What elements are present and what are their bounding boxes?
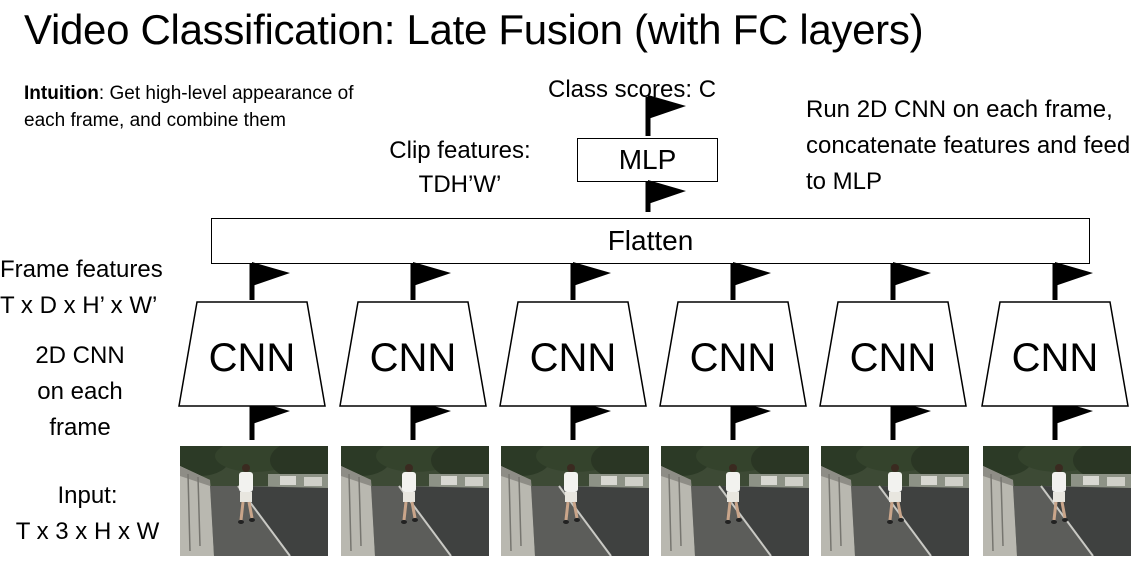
frame-features-line1: Frame features xyxy=(0,256,163,283)
clip-features-line1: Clip features: xyxy=(389,137,531,164)
cnn-to-flatten-arrow xyxy=(730,262,771,300)
input-frame-image xyxy=(501,446,649,556)
cnn-label: CNN xyxy=(370,336,457,380)
mlp-to-scores-arrow xyxy=(645,95,686,136)
flatten-to-mlp-arrow xyxy=(645,180,686,212)
input-label: Input: T x 3 x H x W xyxy=(0,478,175,550)
intuition-note: Intuition: Get high-level appearance of … xyxy=(24,80,374,134)
cnn-to-flatten-arrow xyxy=(249,262,290,300)
input-frame-image xyxy=(180,446,328,556)
cnn-layer: CNN CNN CNN CNN CNN CNN xyxy=(178,301,1129,407)
cnn-to-flatten-arrow xyxy=(570,262,611,300)
cnn-block: CNN xyxy=(981,301,1129,407)
clip-features-line2: TDH’W’ xyxy=(418,171,502,198)
cnn-label: CNN xyxy=(1012,336,1099,380)
cnn-side-line2: on each xyxy=(37,378,123,405)
input-frame-image xyxy=(341,446,489,556)
input-frame-image xyxy=(983,446,1131,556)
intuition-heading: Intuition xyxy=(24,83,99,104)
cnn-block: CNN xyxy=(339,301,487,407)
clip-features-label: Clip features: TDH’W’ xyxy=(360,134,560,202)
mlp-block: MLP xyxy=(577,138,718,182)
intuition-text: : Get high-level appearance of each fram… xyxy=(24,83,354,131)
cnn-side-label: 2D CNN on each frame xyxy=(20,338,140,446)
class-scores-label: Class scores: C xyxy=(548,76,717,103)
input-frame-image xyxy=(821,446,969,556)
input-line2: T x 3 x H x W xyxy=(15,518,160,545)
frame-features-label: Frame features T x D x H’ x W’ xyxy=(0,252,163,324)
cnn-label: CNN xyxy=(530,336,617,380)
input-frame-image xyxy=(661,446,809,556)
cnn-block: CNN xyxy=(499,301,647,407)
cnn-to-flatten-arrow xyxy=(890,262,931,300)
method-description: Run 2D CNN on each frame, concatenate fe… xyxy=(806,96,1131,195)
cnn-label: CNN xyxy=(690,336,777,380)
cnn-to-flatten-arrow xyxy=(1052,262,1093,300)
slide-title: Video Classification: Late Fusion (with … xyxy=(24,6,924,53)
cnn-block: CNN xyxy=(659,301,807,407)
cnn-to-flatten-arrow xyxy=(410,262,451,300)
cnn-block: CNN xyxy=(178,301,326,407)
input-line1: Input: xyxy=(57,482,118,509)
flatten-block: Flatten xyxy=(211,218,1090,264)
cnn-label: CNN xyxy=(209,336,296,380)
cnn-block: CNN xyxy=(819,301,967,407)
cnn-label: CNN xyxy=(850,336,937,380)
cnn-side-line1: 2D CNN xyxy=(35,342,125,369)
frame-features-line2: T x D x H’ x W’ xyxy=(0,292,158,319)
cnn-side-line3: frame xyxy=(49,414,111,441)
